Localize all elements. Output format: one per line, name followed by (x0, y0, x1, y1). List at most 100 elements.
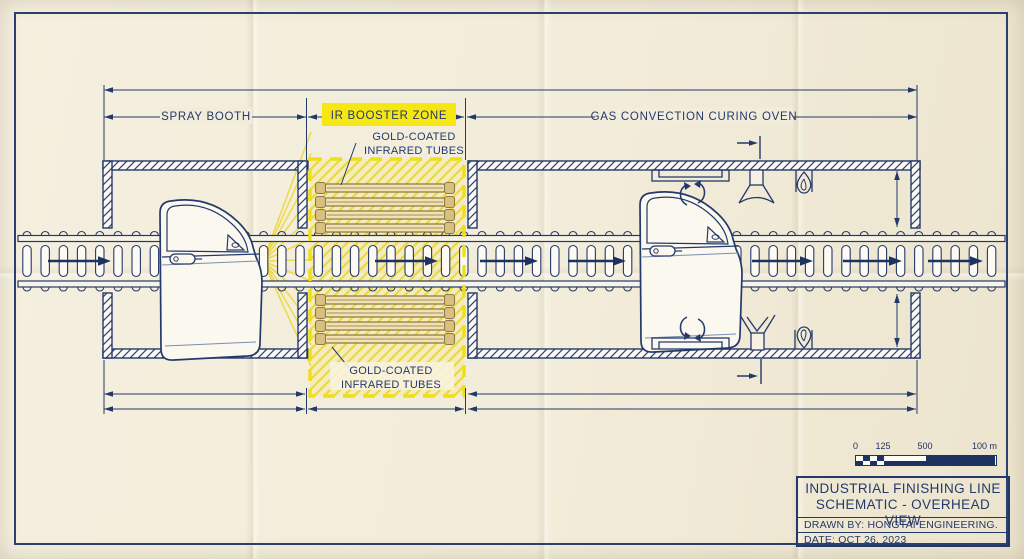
roller-end (513, 286, 523, 292)
drawing-title: INDUSTRIAL FINISHING LINE SCHEMATIC - OV… (798, 478, 1008, 528)
infrared-tube-icon (314, 181, 456, 195)
conveyor-arrow-icon (843, 256, 902, 266)
conveyor-roller (258, 244, 269, 278)
roller-end (586, 230, 596, 236)
roller-end (987, 286, 997, 292)
scale-bar: 0 125 500 100 m (853, 441, 997, 467)
dimension-arrowhead (908, 114, 917, 120)
roller-end (896, 230, 906, 236)
roller-end (22, 286, 32, 292)
conveyor-roller (349, 244, 360, 278)
dimension-arrowhead (467, 114, 476, 120)
roller-end (477, 286, 487, 292)
vent-duct-icon (651, 337, 730, 350)
roller-end (950, 286, 960, 292)
dimension-arrowhead (468, 406, 477, 412)
ir-booster-zone-area (310, 159, 464, 396)
tube-label-top-line1: GOLD-COATED (372, 131, 455, 143)
roller-end (914, 286, 924, 292)
convection-swirl-icon (679, 180, 706, 206)
burner-flame-icon (794, 326, 813, 349)
drawing-title-line2: SCHEMATIC - OVERHEAD VIEW (815, 497, 991, 528)
conveyor-arrow-icon (48, 256, 111, 266)
roller-end (823, 230, 833, 236)
roller-end (786, 230, 796, 236)
roller-end (841, 286, 851, 292)
infrared-tube-icon (314, 306, 456, 320)
roller-end (823, 286, 833, 292)
conveyor-roller (149, 244, 160, 278)
roller-end (841, 230, 851, 236)
scale-tick-500: 500 (917, 441, 933, 451)
burner-flame-icon (795, 170, 813, 194)
roller-end (786, 286, 796, 292)
roller-end (550, 230, 560, 236)
conveyor-roller (113, 244, 123, 278)
conveyor-roller (295, 244, 305, 278)
roller-end (277, 230, 287, 236)
roller-end (40, 286, 50, 292)
roller-end (386, 286, 396, 292)
roller-end (568, 286, 578, 292)
roller-end (859, 286, 869, 292)
tube-label-bottom-line2: INFRARED TUBES (341, 379, 441, 391)
roller-end (259, 230, 269, 236)
roller-end (58, 230, 68, 236)
conveyor-roller (313, 244, 323, 278)
spray-nozzle-icon (738, 169, 775, 204)
roller-end (768, 286, 778, 292)
dimension-arrowhead (104, 391, 113, 397)
drawing-date: DATE: OCT 26, 2023 (798, 532, 1008, 547)
roller-end (877, 230, 887, 236)
roller-end (513, 230, 523, 236)
ir-zone-label-highlight (322, 103, 456, 126)
roller-end (968, 286, 978, 292)
roller-end (149, 286, 159, 292)
spray-nozzle-icon (739, 314, 776, 351)
roller-end (859, 230, 869, 236)
conveyor-roller (986, 244, 997, 278)
scale-tick-100m: 100 m (971, 441, 997, 451)
roller-end (441, 286, 451, 292)
leader-line (340, 142, 357, 186)
dimension-arrowhead (907, 406, 916, 412)
roller-end (495, 286, 505, 292)
roller-end (532, 230, 542, 236)
dimension-arrowhead (104, 406, 113, 412)
conveyor-arrow-icon (480, 256, 538, 266)
conveyor-arrow-icon (752, 256, 813, 266)
roller-end (732, 230, 742, 236)
conveyor-roller (277, 244, 287, 278)
zone-labels: SPRAY BOOTH IR BOOSTER ZONE GAS CONVECTI… (160, 103, 797, 126)
roller-end (95, 286, 105, 292)
roller-end (750, 286, 760, 292)
roller-end (58, 286, 68, 292)
roller-end (968, 230, 978, 236)
roller-end (40, 230, 50, 236)
roller-end (277, 286, 287, 292)
infrared-tube-icon (314, 208, 456, 222)
roller-end (623, 230, 633, 236)
zone-label-ir-booster: IR BOOSTER ZONE (331, 110, 448, 122)
conveyor-roller (914, 244, 924, 278)
scale-tick-125: 125 (875, 441, 891, 451)
roller-end (932, 230, 942, 236)
roller-end (77, 230, 87, 236)
dimension-arrowhead (104, 87, 113, 93)
dimension-arrowhead (104, 114, 113, 120)
conveyor-roller (131, 244, 141, 278)
roller-end (568, 230, 578, 236)
roller-end (77, 286, 87, 292)
roller-end (750, 230, 760, 236)
tube-label-top-line2: INFRARED TUBES (364, 145, 464, 157)
zone-label-spray-booth: SPRAY BOOTH (161, 111, 251, 123)
dimension-arrowhead (308, 114, 317, 120)
roller-end (950, 230, 960, 236)
car-door-icon (159, 199, 263, 361)
roller-end (350, 286, 360, 292)
ir-zone-dashed-border (308, 157, 466, 398)
roller-end (550, 286, 560, 292)
infrared-tube-icon (314, 195, 456, 209)
zone-label-curing-oven: GAS CONVECTION CURING OVEN (591, 111, 798, 123)
